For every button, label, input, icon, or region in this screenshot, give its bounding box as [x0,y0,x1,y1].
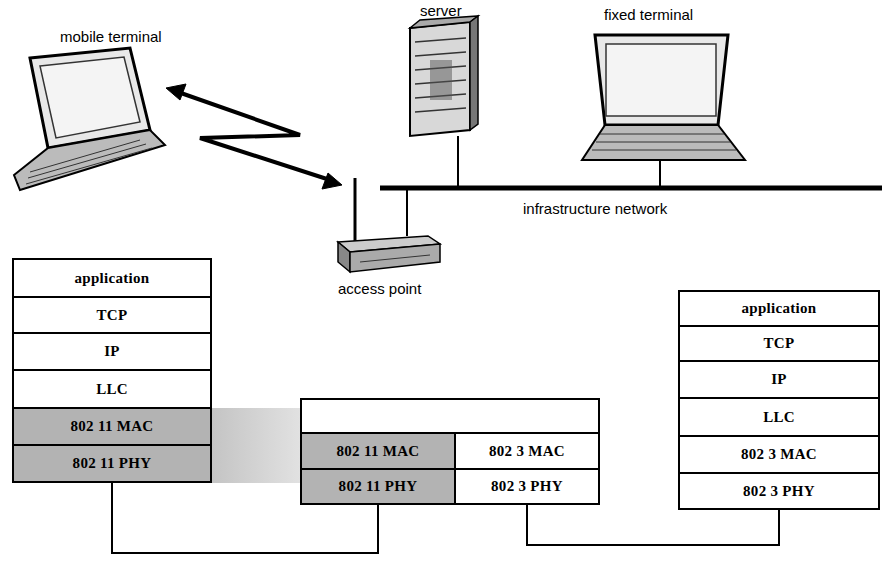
network-line [380,186,882,191]
protocol-layer-box: LLC [678,397,880,437]
drop-line [659,160,661,188]
physical-link [527,505,779,545]
protocol-layer-box: 802 3 MAC [454,432,600,470]
layer-name: 802 11 MAC [337,443,420,460]
layer-name: 802 11 MAC [71,418,154,435]
protocol-layer-box: TCP [12,296,212,334]
device-label: fixed terminal [604,6,693,23]
layer-name: 802 3 MAC [741,446,817,463]
layer-name: IP [104,343,120,360]
protocol-layer-box: 802 3 PHY [678,472,880,510]
layer-name: LLC [96,381,128,398]
empty-cell [301,399,599,434]
shading-band [212,408,302,483]
protocol-layer-box: IP [12,332,212,371]
device-label: access point [338,280,421,297]
layer-name: LLC [763,409,795,426]
wireless-link [166,84,342,189]
layer-name: application [742,300,817,317]
protocol-layer-box: application [12,258,212,298]
access-point-icon [338,178,440,272]
layer-name: TCP [764,335,795,352]
layer-name: 802 11 PHY [339,478,418,495]
protocol-layer-box: 802 11 PHY [12,444,212,483]
protocol-layer-box: LLC [12,369,212,409]
server-icon [410,16,478,136]
layer-name: IP [771,371,787,388]
drop-line [406,188,408,236]
protocol-layer-box: IP [678,360,880,399]
laptop-icon [14,48,165,190]
protocol-layer-box: 802 11 MAC [12,407,212,446]
protocol-layer-box: TCP [678,325,880,362]
layer-name: application [75,270,150,287]
layer-name: TCP [97,307,128,324]
device-label: mobile terminal [60,28,162,45]
layer-name: 802 3 PHY [491,478,563,495]
protocol-layer-box: application [678,290,880,327]
device-label: infrastructure network [523,200,667,217]
device-label: server [420,2,462,19]
layer-name: 802 3 PHY [743,483,815,500]
protocol-layer-box: 802 3 MAC [678,435,880,474]
layer-name: 802 3 MAC [489,443,565,460]
protocol-layer-box: 802 11 MAC [300,432,456,470]
drop-line [457,136,459,188]
protocol-layer-box: 802 11 PHY [300,468,456,505]
layer-name: 802 11 PHY [73,455,152,472]
protocol-layer-box: 802 3 PHY [454,468,600,505]
laptop-icon [582,35,745,160]
